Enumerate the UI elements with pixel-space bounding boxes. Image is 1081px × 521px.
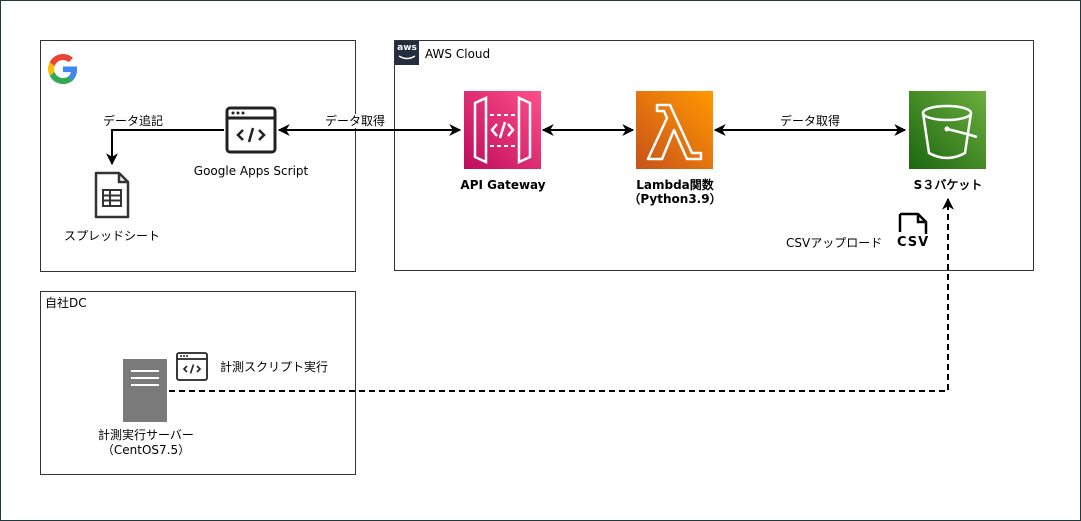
spreadsheet-label: スプレッドシート (63, 229, 161, 243)
server-label-line1: 計測実行サーバー (98, 428, 194, 442)
script-label: 計測スクリプト実行 (220, 360, 329, 374)
gas-to-api-label: データ取得 (325, 114, 386, 128)
gas-label: Google Apps Script (193, 164, 309, 178)
gas-to-spreadsheet-arrow (106, 129, 224, 166)
csv-upload-label: CSVアップロード (786, 236, 883, 250)
lambda-label-line2: （Python3.9） (628, 192, 722, 206)
s3-bucket-icon (909, 91, 986, 169)
datacenter-box (40, 291, 356, 475)
google-logo-icon (48, 54, 78, 84)
document-icon (898, 212, 928, 234)
api-gateway-icon (464, 91, 541, 169)
lambda-to-s3-label: データ取得 (780, 114, 841, 128)
s3-bucket-label: S３バケット (913, 178, 983, 192)
api-gateway-label: API Gateway (460, 178, 546, 192)
apps-script-code-window-icon (225, 106, 277, 154)
spreadsheet-icon (94, 171, 130, 219)
data-append-label: データ追記 (103, 114, 164, 128)
server-to-s3-dashed-arrow (169, 197, 954, 392)
aws-logo-icon: aws (395, 41, 419, 65)
google-box (40, 40, 356, 272)
lambda-label-line1: Lambda関数 (636, 178, 714, 192)
server-label-line2: （CentOS7.5） (101, 443, 191, 457)
server-icon (123, 359, 167, 422)
script-code-window-icon (176, 352, 208, 381)
datacenter-title: 自社DC (45, 296, 87, 310)
lambda-icon (636, 91, 713, 169)
csv-file-text: CSV (897, 235, 930, 250)
aws-cloud-title: AWS Cloud (425, 47, 491, 61)
